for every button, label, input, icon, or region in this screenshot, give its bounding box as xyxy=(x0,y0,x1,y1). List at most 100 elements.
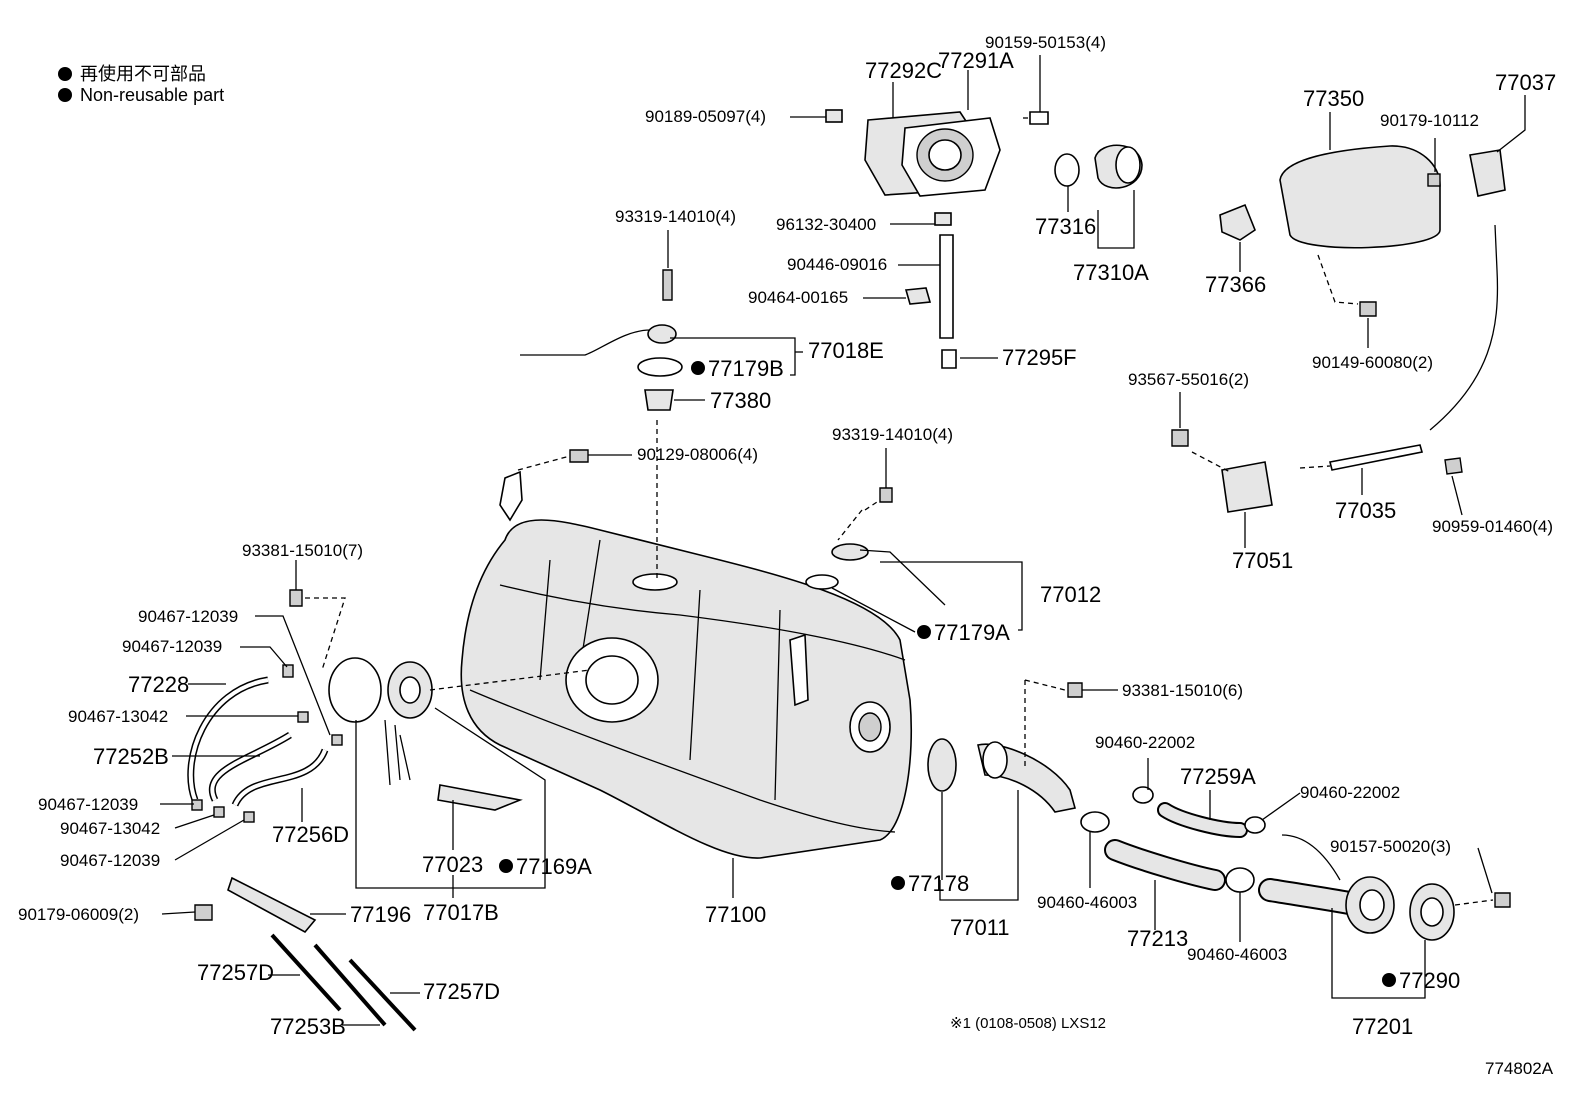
bracket-77196-icon xyxy=(227,876,317,934)
label-90157: 90157-50020(3) xyxy=(1330,837,1451,856)
clamp-90467-icon xyxy=(243,811,255,823)
non-reusable-dot-icon xyxy=(691,361,705,375)
clip-90959-icon xyxy=(1444,457,1463,475)
clip-90189-icon xyxy=(825,109,843,123)
clamp-96132-icon xyxy=(934,212,952,226)
label-90460c: 90460-46003 xyxy=(1037,893,1137,912)
bolt-90129-icon xyxy=(569,449,589,463)
label-96132: 96132-30400 xyxy=(776,215,876,234)
screw-93567-icon xyxy=(1171,429,1189,447)
label-93567: 93567-55016(2) xyxy=(1128,370,1249,389)
non-reusable-dot-icon xyxy=(58,67,72,81)
label-77290: 77290 xyxy=(1399,968,1460,993)
screw-93381-icon xyxy=(289,589,303,607)
dashed-assembly-lines xyxy=(305,117,1494,906)
non-reusable-dot-icon xyxy=(1382,973,1396,987)
clamp-90464-icon xyxy=(904,287,932,305)
screw-90157-icon xyxy=(1494,892,1511,908)
tube-90446-icon xyxy=(939,234,954,339)
diagram-id: 774802A xyxy=(1485,1059,1554,1078)
cable-77035-lower xyxy=(1329,444,1424,471)
label-90446: 90446-09016 xyxy=(787,255,887,274)
label-90179b: 90179-06009(2) xyxy=(18,905,139,924)
label-90467a: 90467-12039 xyxy=(138,607,238,626)
clamp-90460-icon xyxy=(1080,811,1110,833)
label-93381a: 93381-15010(7) xyxy=(242,541,363,560)
gasket-77179A-icon xyxy=(805,574,839,590)
clamp-90467-icon xyxy=(282,664,294,678)
label-77178: 77178 xyxy=(908,871,969,896)
label-77252B: 77252B xyxy=(93,744,169,769)
label-90179a: 90179-10112 xyxy=(1380,111,1479,130)
label-90464: 90464-00165 xyxy=(748,288,848,307)
hinge-77037-icon xyxy=(1469,149,1506,197)
label-90460a: 90460-22002 xyxy=(1095,733,1195,752)
screw-93319-icon xyxy=(662,269,673,301)
gasket-77316-icon xyxy=(1054,153,1080,187)
non-reusable-dot-icon xyxy=(58,88,72,102)
label-90149: 90149-60080(2) xyxy=(1312,353,1433,372)
label-90467f: 90467-12039 xyxy=(60,851,160,870)
cable-77035-upper xyxy=(1429,224,1499,431)
label-77380: 77380 xyxy=(710,388,771,413)
label-90467b: 90467-12039 xyxy=(122,637,222,656)
label-90467c: 90467-13042 xyxy=(68,707,168,726)
fuel-cap-77310A xyxy=(1094,144,1143,189)
label-77213: 77213 xyxy=(1127,926,1188,951)
label-77179A: 77179A xyxy=(934,620,1010,645)
label-77253B: 77253B xyxy=(270,1014,346,1039)
label-90189: 90189-05097(4) xyxy=(645,107,766,126)
label-77051: 77051 xyxy=(1232,548,1293,573)
spring-77366-icon xyxy=(1219,203,1256,241)
label-93381b: 93381-15010(6) xyxy=(1122,681,1243,700)
opener-77051 xyxy=(1221,461,1273,513)
fuel-tank-77100 xyxy=(460,470,913,859)
nut-90179-icon xyxy=(1427,173,1441,187)
gauge-77012-head xyxy=(831,543,869,561)
legend-item-jp: 再使用不可部品 xyxy=(58,60,206,86)
label-77257Da: 77257D xyxy=(197,960,274,985)
fuel-lid-77350 xyxy=(1279,145,1441,249)
tube-77257D-icon xyxy=(348,958,417,1032)
legend-item-en: Non-reusable part xyxy=(58,85,224,106)
label-77012: 77012 xyxy=(1040,582,1101,607)
clamp-90460-icon xyxy=(1244,816,1266,834)
non-reusable-dot-icon xyxy=(499,859,513,873)
screw-93319-icon xyxy=(879,487,893,503)
non-reusable-dot-icon xyxy=(917,625,931,639)
tube-77257D-icon xyxy=(270,933,342,1012)
gasket-77178-icon xyxy=(927,738,957,792)
clamp-90467-icon xyxy=(191,799,203,811)
tube-77253B-icon xyxy=(313,943,387,1027)
gauge-77012-float xyxy=(859,549,946,606)
valve-77295F-icon xyxy=(941,349,957,369)
clamp-90467-icon xyxy=(331,734,343,746)
label-90159: 90159-50153(4) xyxy=(985,33,1106,52)
label-77350: 77350 xyxy=(1303,86,1364,111)
clamp-90460d-icon xyxy=(1225,867,1255,893)
label-77017B: 77017B xyxy=(423,900,499,925)
label-77228: 77228 xyxy=(128,672,189,697)
label-90460b: 90460-22002 xyxy=(1300,783,1400,802)
label-77292C: 77292C xyxy=(865,58,942,83)
leader-lines xyxy=(160,55,1526,1026)
part-labels: 90159-50153(4) 77291A 77292C 90189-05097… xyxy=(18,33,1556,1078)
nut-90179b-icon xyxy=(194,904,213,921)
legend-text: Non-reusable part xyxy=(80,85,225,105)
clamp-90467-icon xyxy=(213,806,225,818)
screw-90149-icon xyxy=(1359,301,1377,317)
label-77179B: 77179B xyxy=(708,356,784,381)
label-77169A: 77169A xyxy=(516,854,592,879)
label-90129: 90129-08006(4) xyxy=(637,445,758,464)
sender-77018E-wire xyxy=(520,329,651,356)
label-90959: 90959-01460(4) xyxy=(1432,517,1553,536)
label-77256D: 77256D xyxy=(272,822,349,847)
label-77018E: 77018E xyxy=(808,338,884,363)
clamp-90467-icon xyxy=(297,711,309,723)
non-reusable-dot-icon xyxy=(891,876,905,890)
screw-90159-icon xyxy=(1029,111,1049,125)
gasket-77179B-icon xyxy=(637,357,683,377)
label-77023: 77023 xyxy=(422,852,483,877)
label-90460d: 90460-46003 xyxy=(1187,945,1287,964)
